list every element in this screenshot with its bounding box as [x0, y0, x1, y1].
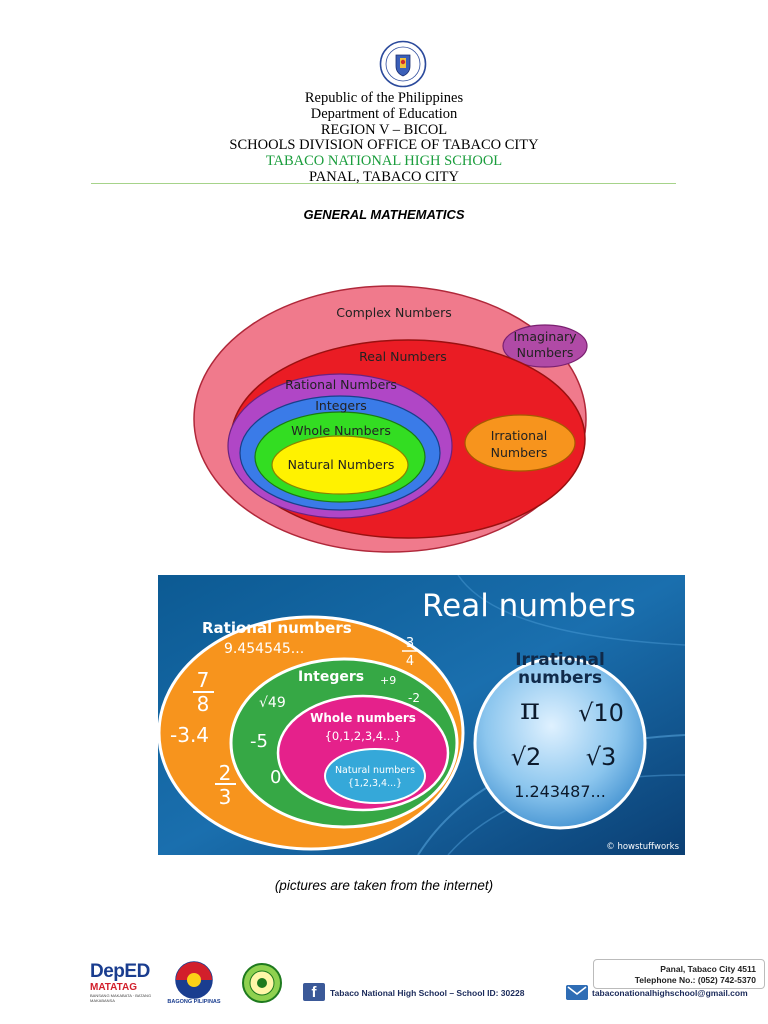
school-seal-logo	[242, 963, 282, 1003]
school-address: Panal, Tabaco City 4511	[660, 964, 756, 974]
integer-minus-5: -5	[250, 731, 268, 752]
irrational-numbers-circle	[473, 656, 647, 830]
label-irrational-2: Numbers	[491, 445, 548, 460]
natural-numbers-region	[271, 435, 409, 495]
real-numbers-poster: Real numbers Rational numbers 9.454545..…	[158, 575, 685, 855]
label-imaginary-1: Imaginary	[513, 329, 577, 344]
integers-title: Integers	[298, 669, 364, 685]
integer-minus-2: -2	[408, 691, 420, 705]
facebook-page-text: Tabaco National High School – School ID:…	[330, 988, 525, 998]
fraction-2-3-num: 2	[219, 761, 232, 785]
natural-set: {1,2,3,4...}	[348, 778, 402, 789]
header-division: SCHOOLS DIVISION OFFICE OF TABACO CITY	[229, 137, 539, 153]
imaginary-numbers-region	[502, 324, 588, 368]
contact-box: Panal, Tabaco City 4511 Telephone No.: (…	[593, 959, 765, 989]
header-school-name: TABACO NATIONAL HIGH SCHOOL	[265, 153, 503, 169]
irrational-title-2: numbers	[518, 668, 602, 688]
fraction-2-3-den: 3	[219, 785, 232, 809]
label-whole: Whole Numbers	[291, 423, 391, 438]
email-address: tabaconationalhighschool@gmail.com	[592, 988, 748, 998]
label-complex: Complex Numbers	[336, 305, 452, 320]
label-natural: Natural Numbers	[288, 457, 395, 472]
matatag-logo-text: MATATAG	[90, 982, 138, 993]
header-republic: Republic of the Philippines	[304, 90, 464, 106]
facebook-icon: f	[303, 983, 325, 1001]
integer-zero: 0	[270, 767, 281, 788]
header-divider	[91, 183, 676, 184]
fraction-3-4-den: 4	[406, 654, 414, 669]
header-region: REGION V – BICOL	[320, 122, 448, 138]
irrational-title-1: Irrational	[515, 650, 605, 670]
irrational-sqrt-10: √10	[578, 699, 624, 727]
header-address: PANAL, TABACO CITY	[309, 169, 459, 185]
deped-tagline: BANSANG MAKABATA · BATANG MAKABANSA	[90, 993, 152, 1003]
natural-numbers-circle	[324, 748, 426, 804]
label-integers: Integers	[315, 398, 366, 413]
irrational-numbers-region	[464, 414, 576, 472]
number-sets-diagram: Complex Numbers Imaginary Numbers Real N…	[193, 285, 588, 553]
label-rational: Rational Numbers	[285, 377, 397, 392]
deped-matatag-logo: DepED MATATAG BANSANG MAKABATA · BATANG …	[90, 962, 156, 1004]
image-credit: © howstuffworks	[606, 842, 679, 852]
deped-seal-logo	[379, 40, 427, 88]
deped-logo-text: DepED	[90, 961, 150, 982]
whole-set: {0,1,2,3,4...}	[325, 729, 402, 743]
poster-swirl	[457, 575, 685, 646]
whole-title: Whole numbers	[310, 711, 416, 725]
natural-title: Natural numbers	[335, 765, 415, 776]
figure-caption: (pictures are taken from the internet)	[274, 878, 494, 893]
integer-plus-9: +9	[380, 674, 396, 687]
irrational-sqrt-2: √2	[511, 743, 542, 771]
integer-sqrt-49: √49	[259, 695, 286, 711]
fraction-7-8-den: 8	[197, 692, 210, 716]
poster-title: Real numbers	[422, 588, 636, 624]
label-real: Real Numbers	[359, 349, 447, 364]
irrational-sqrt-3: √3	[586, 743, 617, 771]
header-department: Department of Education	[310, 106, 458, 122]
subject-title: GENERAL MATHEMATICS	[303, 207, 465, 222]
label-irrational-1: Irrational	[491, 428, 547, 443]
fraction-7-8-num: 7	[197, 668, 210, 692]
irrational-pi: π	[520, 692, 540, 727]
irrational-decimal: 1.243487...	[514, 782, 606, 801]
label-imaginary-2: Numbers	[517, 345, 574, 360]
email-icon	[566, 985, 588, 1000]
rational-title: Rational numbers	[202, 619, 352, 637]
negative-3-point-4: -3.4	[170, 723, 209, 747]
telephone-number: Telephone No.: (052) 742-5370	[634, 975, 756, 985]
bagong-pilipinas-emblem	[175, 961, 213, 999]
bagong-pilipinas-text: BAGONG PILIPINAS	[167, 999, 221, 1005]
fraction-3-4-num: 3	[406, 636, 414, 651]
bagong-pilipinas-logo: BAGONG PILIPINAS	[164, 958, 224, 1008]
rational-example-decimal: 9.454545...	[224, 641, 304, 657]
